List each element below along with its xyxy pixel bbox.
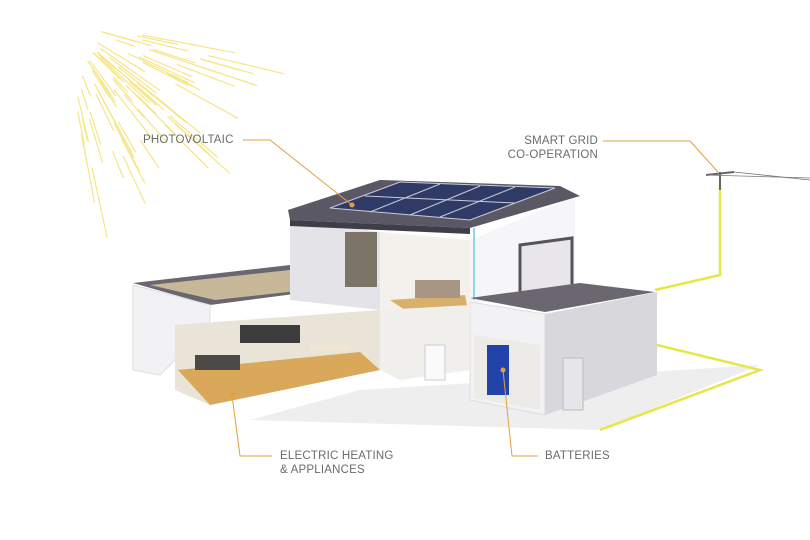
sun-ray [121,138,146,184]
sun-ray [137,108,167,143]
batteries-label: BATTERIES [545,450,610,462]
bed [415,280,460,298]
sun-ray [95,93,115,132]
sun-ray [112,76,129,93]
sun-ray [117,120,137,153]
sun-ray [88,118,103,163]
sun-ray [111,150,124,178]
sun-ray [81,136,89,166]
sun-ray [137,35,178,45]
sun-ray [188,43,235,54]
sun-ray [136,94,157,115]
sun-ray [138,56,195,84]
sun-ray [169,115,219,158]
solar-panel-grid [364,183,516,218]
electric-heating-label-line1: ELECTRIC HEATING [280,450,394,462]
sun-ray [89,60,117,97]
sun-ray [128,81,157,106]
sun-ray [122,155,146,204]
power-line-1 [705,174,810,179]
grid-cable [654,185,722,292]
sun-ray [106,32,137,43]
sun-rays [77,30,285,238]
sun-ray [109,57,158,94]
smart-grid-label-line2: CO-OPERATION [507,149,598,161]
dining-table [310,345,350,350]
power-line-2 [733,171,810,181]
sun-ray [175,77,201,91]
main-roof-edge [290,220,470,234]
sun-ray [208,55,285,75]
sun-ray [113,89,155,142]
sun-ray [112,79,133,102]
sun-ray [89,111,102,145]
photovoltaic-label: PHOTOVOLTAIC [143,134,234,146]
sun-ray [91,70,111,99]
sun-ray [91,66,112,95]
heating-dot [229,392,235,398]
hallway [380,305,470,380]
sun-ray [142,55,192,78]
sun-ray [137,82,187,123]
sun-ray [97,90,135,158]
sun-ray [77,111,85,146]
sun-ray [82,119,89,141]
sun-ray [96,51,157,104]
sun-ray [80,88,89,110]
smart-grid-label-line1: SMART GRID [524,135,598,147]
sun-ray [123,94,145,119]
meter-box [562,357,584,411]
sun-ray [96,42,146,73]
sun-ray [176,63,235,87]
sun-ray [141,39,189,52]
electric-heating-label: ELECTRIC HEATING & APPLIANCES [280,449,394,477]
kitchen [240,325,300,343]
ground-cable [599,343,765,432]
batteries-leader [502,369,538,457]
sun-ray [200,66,258,87]
smart-grid-label: SMART GRID CO-OPERATION [500,134,598,162]
sun-ray [99,47,161,91]
electric-heating-label-line2: & APPLIANCES [280,464,365,476]
heating-leader [231,394,272,457]
batteries-dot [500,367,506,373]
battery-unit [487,345,509,395]
sun-ray [97,53,116,70]
sun-ray [116,39,136,48]
radiator [424,344,446,381]
sun-ray [205,60,239,71]
power-pole-arm [705,171,735,176]
utility-roof [470,283,655,312]
leader-lines [231,139,719,457]
photovoltaic-leader [243,139,353,206]
sun-ray [164,124,209,169]
photovoltaic-dot [349,202,355,208]
sun-ray [127,52,189,84]
sofa [195,355,240,370]
sun-ray [175,124,231,175]
sun-ray [99,56,151,104]
sun-ray [91,167,108,238]
upper-window [345,232,377,287]
sun-ray [81,75,92,97]
sun-ray [142,61,189,86]
smart-grid-leader [603,140,719,173]
sun-ray [93,52,125,83]
sun-ray [141,34,197,46]
sun-ray [152,48,196,64]
sun-ray [139,139,160,169]
sun-ray [175,83,239,119]
